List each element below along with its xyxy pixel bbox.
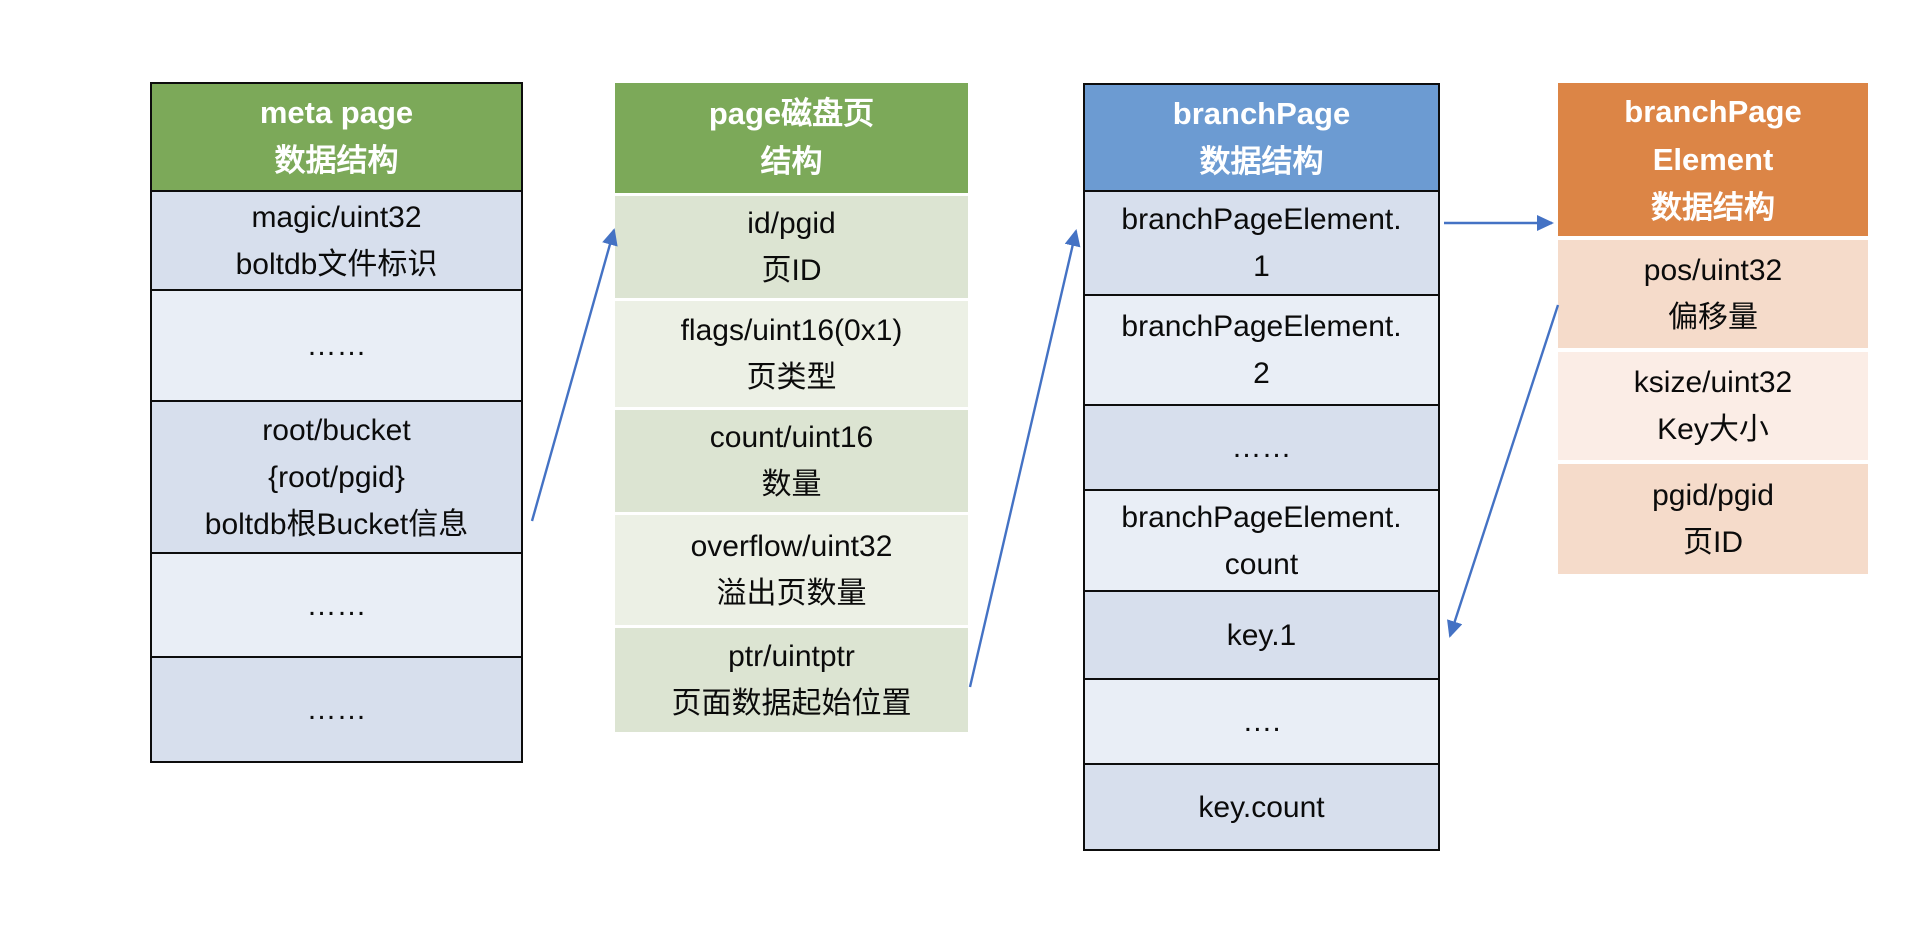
field-row-line: count	[1224, 547, 1299, 581]
arrow-page-ptr-to-branchpage-icon	[968, 229, 1081, 688]
field-row-line: key.1	[1226, 618, 1297, 652]
field-row-line: key.count	[1198, 790, 1325, 824]
struct-field-row: ptr/uintptr 页面数据起始位置	[615, 628, 968, 732]
table-header-line: Element	[1652, 141, 1774, 177]
field-row-line: {root/pgid}	[268, 460, 405, 494]
table-header-line: 数据结构	[1199, 143, 1324, 179]
table-header-line: 结构	[760, 144, 823, 179]
field-row-line: 页面数据起始位置	[671, 687, 912, 720]
field-row-line: Key大小	[1657, 413, 1769, 446]
struct-field-row: magic/uint32 boltdb文件标识	[150, 190, 523, 291]
table-header-line: page磁盘页	[708, 96, 875, 131]
struct-field-row: overflow/uint32 溢出页数量	[615, 515, 968, 625]
field-row-line: ksize/uint32	[1633, 366, 1793, 399]
field-row-line: magic/uint32	[251, 200, 422, 234]
field-row-line: branchPageElement.	[1121, 203, 1402, 236]
arrow-element-to-key1-icon	[1447, 304, 1560, 638]
field-row-line: 页类型	[746, 361, 837, 394]
struct-field-row: id/pgid 页ID	[615, 196, 968, 298]
struct-field-row: pgid/pgid 页ID	[1558, 464, 1868, 574]
table-header-line: meta page	[259, 95, 414, 130]
struct-field-row: ……	[150, 656, 523, 763]
field-row-line: 2	[1253, 357, 1270, 390]
field-row-line: ……	[306, 693, 367, 726]
field-row-line: 页ID	[761, 254, 822, 287]
field-row-line: root/bucket	[262, 413, 411, 447]
table-header-branchPage: branchPage 数据结构	[1083, 83, 1440, 192]
field-row-line: ….	[1242, 705, 1281, 738]
struct-field-row: ……	[150, 552, 523, 658]
table-header-page: page磁盘页结构	[615, 83, 968, 193]
field-row-line: 溢出页数量	[716, 577, 867, 610]
table-page-disk-page: page磁盘页结构 id/pgid 页ID flags/uint16(0x1) 页类型 c…	[615, 83, 968, 732]
field-row-line: ptr/uintptr	[728, 640, 855, 673]
field-row-line: ……	[306, 588, 367, 622]
field-row-line: flags/uint16(0x1)	[680, 314, 903, 347]
struct-field-row: root/bucket {root/pgid} boltdb根Bucket信息	[150, 400, 523, 554]
struct-field-row: branchPageElement. count	[1083, 489, 1440, 592]
table-header-line: branchPage	[1624, 93, 1802, 129]
field-row-line: count/uint16	[709, 421, 874, 454]
field-row-line: pgid/pgid	[1652, 479, 1774, 512]
field-row-line: id/pgid	[747, 207, 836, 240]
struct-field-row: ……	[1083, 404, 1440, 491]
struct-field-row: branchPageElement. 2	[1083, 294, 1440, 406]
struct-field-row: key.count	[1083, 763, 1440, 851]
field-row-line: branchPageElement.	[1121, 310, 1402, 343]
table-meta-page: meta page 数据结构 magic/uint32 boltdb文件标识 …… roo…	[150, 82, 523, 763]
field-row-line: 偏移量	[1668, 301, 1758, 334]
table-header-line: 数据结构	[274, 143, 399, 178]
field-row-line: 1	[1253, 250, 1270, 283]
field-row-line: overflow/uint32	[690, 530, 893, 563]
field-row-line: ……	[306, 329, 367, 362]
struct-field-row: key.1	[1083, 590, 1440, 680]
field-row-line: branchPageElement.	[1121, 500, 1402, 534]
struct-field-row: count/uint16 数量	[615, 410, 968, 512]
field-row-line: boltdb文件标识	[235, 247, 438, 281]
table-header-meta: meta page 数据结构	[150, 82, 523, 192]
struct-field-row: ….	[1083, 678, 1440, 765]
table-header-line: branchPage	[1172, 95, 1351, 131]
field-row-line: 数量	[761, 468, 822, 501]
struct-field-row: ……	[150, 289, 523, 402]
table-header-line: 数据结构	[1651, 189, 1775, 225]
field-row-line: 页ID	[1683, 526, 1743, 559]
field-row-line: pos/uint32	[1643, 254, 1783, 287]
arrow-meta-root-to-page-icon	[530, 228, 618, 522]
struct-field-row: pos/uint32 偏移量	[1558, 240, 1868, 348]
field-row-line: boltdb根Bucket信息	[204, 507, 469, 541]
field-row-line: ……	[1231, 431, 1292, 464]
struct-field-row: branchPageElement. 1	[1083, 190, 1440, 296]
struct-field-row: flags/uint16(0x1) 页类型	[615, 301, 968, 407]
